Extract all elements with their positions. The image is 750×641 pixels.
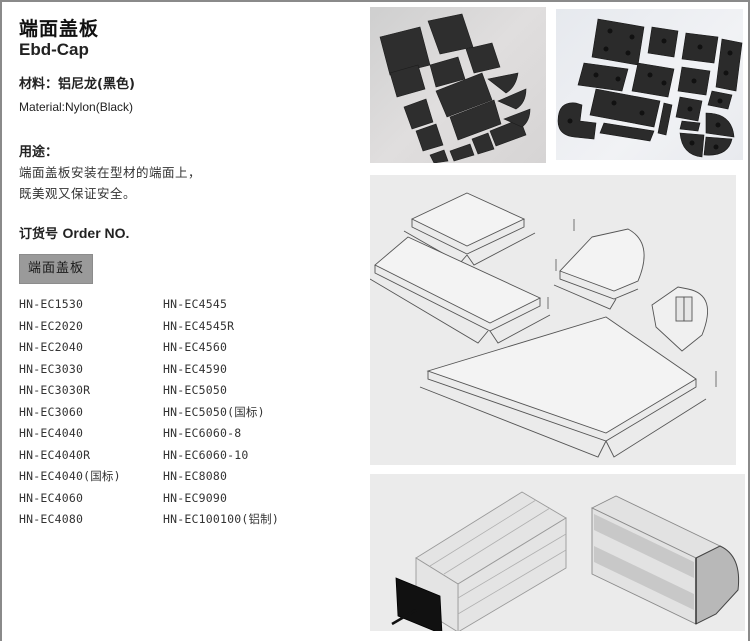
order-number-label: 订货号 Order NO. [19, 224, 359, 244]
order-code: HN-EC6060-8 [163, 426, 242, 440]
order-code: HN-EC6060-10 [163, 447, 249, 462]
technical-drawing [370, 175, 736, 465]
order-code: HN-EC4560 [163, 340, 228, 354]
order-code: HN-EC4040R [19, 447, 91, 462]
usage-line: 既美观又保证安全。 [19, 186, 137, 201]
order-code: HN-EC4080 [19, 512, 84, 526]
order-label-en: Order NO. [62, 225, 130, 241]
order-code: HN-EC100100(铝制) [163, 512, 280, 526]
product-photo-caps-with-pins [556, 9, 743, 160]
order-code-list: HN-EC1530 HN-EC4545 HN-EC2020 HN-EC4545R… [19, 294, 359, 531]
usage-label: 用途： [19, 145, 59, 160]
category-button[interactable]: 端面盖板 [19, 254, 94, 284]
order-code: HN-EC3060 [19, 404, 84, 419]
order-code: HN-EC3030 [19, 361, 84, 376]
material-label-cn: 材料：铝尼龙(黑色) [19, 77, 135, 92]
order-code: HN-EC2020 [19, 318, 84, 333]
order-code: HN-EC1530 [19, 297, 84, 311]
order-code: HN-EC4040 [19, 426, 84, 440]
order-code: HN-EC4040(国标) [19, 469, 121, 483]
order-code: HN-EC4545R [163, 318, 235, 333]
order-code: HN-EC8080 [163, 469, 228, 483]
product-title-cn: 端面盖板 [19, 18, 100, 40]
product-title-en: Ebd-Cap [19, 40, 89, 59]
order-code: HN-EC5050 [163, 383, 228, 397]
material-label-en: Material:Nylon(Black) [19, 100, 134, 114]
order-code: HN-EC2040 [19, 340, 84, 354]
order-code: HN-EC4060 [19, 490, 84, 505]
usage-line: 端面盖板安装在型材的端面上， [19, 165, 202, 180]
product-info: 端面盖板 Ebd-Cap 材料：铝尼龙(黑色) Material:Nylon(B… [19, 18, 359, 531]
order-code: HN-EC5050(国标) [163, 404, 265, 419]
order-code: HN-EC4545 [163, 297, 228, 311]
order-code: HN-EC4590 [163, 361, 228, 376]
assembly-illustration [370, 474, 745, 631]
order-code: HN-EC9090 [163, 490, 228, 505]
order-label-cn: 订货号 [19, 227, 59, 242]
order-code: HN-EC3030R [19, 383, 91, 397]
usage-text: 端面盖板安装在型材的端面上， 既美观又保证安全。 [19, 162, 359, 204]
product-photo-flat-caps [370, 7, 546, 163]
